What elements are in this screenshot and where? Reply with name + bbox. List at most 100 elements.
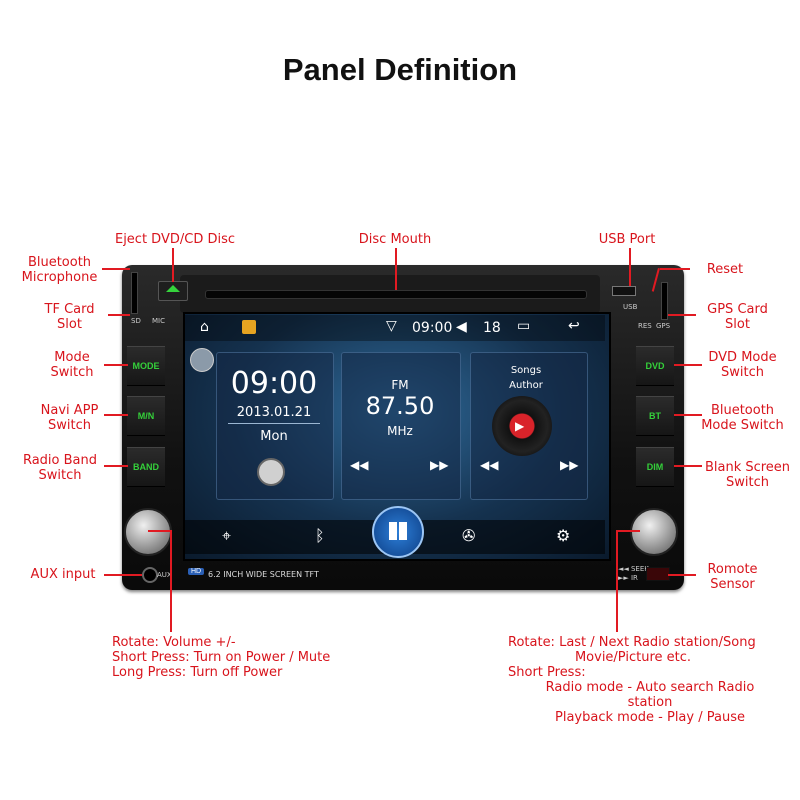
wifi-icon: ▽ xyxy=(386,318,397,334)
screen-caption: 6.2 INCH WIDE SCREEN TFT xyxy=(208,570,319,579)
usb-port xyxy=(612,286,636,296)
disc-slot xyxy=(205,290,587,299)
label-reset: Reset xyxy=(706,262,744,277)
leader-seek-knob-h xyxy=(616,530,640,532)
leader-mode xyxy=(104,364,128,366)
page-title: Panel Definition xyxy=(282,52,518,87)
navigation-icon[interactable]: ⌖ xyxy=(222,526,232,545)
radio-unit: MHz xyxy=(387,424,413,438)
label-disc-mouth: Disc Mouth xyxy=(358,232,432,247)
sd-text: SD xyxy=(131,317,141,325)
leader-usb xyxy=(629,248,631,286)
label-seek-knob-4: Radio mode - Auto search Radio xyxy=(545,680,755,695)
label-seek-knob-5: station xyxy=(627,695,673,710)
leader-navi xyxy=(104,414,128,416)
bluetooth-icon[interactable]: ᛒ xyxy=(315,526,325,545)
media-icon[interactable]: ✇ xyxy=(462,526,476,545)
settings-icon[interactable]: ⚙ xyxy=(556,526,571,545)
label-seek-knob-6: Playback mode - Play / Pause xyxy=(555,710,745,725)
volume-icon: ◀ xyxy=(456,319,467,335)
leader-band xyxy=(104,465,128,467)
label-volume-knob: Rotate: Volume +/- Short Press: Turn on … xyxy=(112,635,331,680)
label-seek-knob-2: Movie/Picture etc. xyxy=(574,650,692,665)
radio-prev-icon[interactable]: ◀◀ xyxy=(350,458,369,472)
label-gps-card: GPS Card Slot xyxy=(707,302,768,332)
home-icon[interactable]: ⌂ xyxy=(200,319,209,335)
leader-bt-mic-h xyxy=(102,268,130,270)
label-dvd-mode: DVD Mode Switch xyxy=(708,350,777,380)
assistant-bubble-icon[interactable] xyxy=(190,348,214,372)
leader-eject xyxy=(172,248,174,282)
aux-text: AUX xyxy=(157,571,172,579)
play-icon[interactable]: ▶ xyxy=(515,419,525,433)
gps-text: GPS xyxy=(656,322,671,330)
leader-volume-knob-h xyxy=(148,530,172,532)
seek-knob[interactable] xyxy=(630,508,678,556)
music-prev-icon[interactable]: ◀◀ xyxy=(480,458,499,472)
radio-frequency: 87.50 xyxy=(365,392,435,420)
home-launcher-button[interactable] xyxy=(372,506,424,558)
label-blank-screen: Blank Screen Switch xyxy=(704,460,791,490)
label-bt-mode: Bluetooth Mode Switch xyxy=(701,403,784,433)
eject-button[interactable] xyxy=(158,281,188,301)
clock-day: Mon xyxy=(260,429,288,444)
clock-divider xyxy=(228,423,320,424)
music-next-icon[interactable]: ▶▶ xyxy=(560,458,579,472)
label-tf-card: TF Card Slot xyxy=(44,302,95,332)
mn-button[interactable]: M/N xyxy=(127,396,165,436)
status-time: 09:00 xyxy=(412,320,453,336)
music-author: Author xyxy=(509,380,543,391)
label-aux-input: AUX input xyxy=(30,567,96,582)
label-navi-app: Navi APP Switch xyxy=(40,403,99,433)
clock-date: 2013.01.21 xyxy=(236,405,312,420)
remote-sensor xyxy=(646,567,670,581)
vinyl-disc-icon xyxy=(492,396,552,456)
eject-icon xyxy=(166,285,180,292)
recent-apps-icon[interactable]: ▭ xyxy=(517,318,531,334)
label-eject: Eject DVD/CD Disc xyxy=(114,232,236,247)
aux-jack xyxy=(142,567,158,583)
mic-text: MIC xyxy=(152,317,165,325)
leader-dvd xyxy=(674,364,702,366)
leader-bt-mic-d xyxy=(128,268,130,270)
status-volume: 18 xyxy=(483,320,501,336)
mode-button[interactable]: MODE xyxy=(127,346,165,386)
back-icon[interactable]: ↩ xyxy=(568,318,580,334)
leader-volume-knob-v xyxy=(170,530,172,632)
gps-card-slot xyxy=(661,282,668,320)
label-seek-knob-1: Rotate: Last / Next Radio station/Song xyxy=(508,635,756,650)
hd-badge: HD xyxy=(188,568,205,575)
leader-reset-h xyxy=(660,268,690,270)
tf-card-slot xyxy=(131,272,138,314)
leader-bt xyxy=(674,414,702,416)
clock-time: 09:00 xyxy=(230,366,318,401)
res-text: RES xyxy=(638,322,652,330)
label-usb-port: USB Port xyxy=(598,232,656,247)
leader-tf-card xyxy=(108,314,130,316)
bt-button[interactable]: BT xyxy=(636,396,674,436)
music-title: Songs xyxy=(510,365,542,376)
seek-text: ◄◄ SEEK ►► IR xyxy=(618,565,649,582)
app-icon[interactable] xyxy=(242,320,256,334)
leader-gps-card xyxy=(668,314,696,316)
leader-aux xyxy=(104,574,142,576)
label-mode-switch: Mode Switch xyxy=(50,350,94,380)
dvd-button[interactable]: DVD xyxy=(636,346,674,386)
band-button[interactable]: BAND xyxy=(127,447,165,487)
grid-icon xyxy=(389,522,407,540)
leader-seek-knob-v xyxy=(616,530,618,632)
clock-app-icon xyxy=(257,458,285,486)
dim-button[interactable]: DIM xyxy=(636,447,674,487)
radio-band: FM xyxy=(391,378,409,392)
radio-tile[interactable] xyxy=(341,352,461,500)
leader-remote xyxy=(668,574,696,576)
label-bt-mic: Bluetooth Microphone xyxy=(21,255,98,285)
label-remote-sensor: Romote Sensor xyxy=(707,562,758,592)
leader-disc-mouth xyxy=(395,248,397,290)
usb-text: USB xyxy=(623,303,638,311)
label-seek-knob-3: Short Press: xyxy=(508,665,586,680)
label-radio-band: Radio Band Switch xyxy=(22,453,98,483)
radio-next-icon[interactable]: ▶▶ xyxy=(430,458,449,472)
leader-dim xyxy=(674,465,702,467)
volume-knob[interactable] xyxy=(124,508,172,556)
